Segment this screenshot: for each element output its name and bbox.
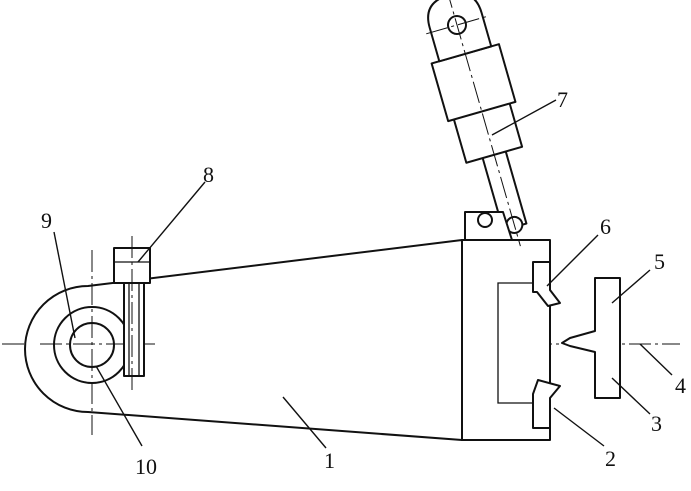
callout-5: 5	[654, 249, 665, 274]
callout-9: 9	[41, 208, 52, 233]
leader-8	[137, 181, 206, 263]
leader-7	[491, 99, 557, 136]
callout-8: 8	[203, 162, 214, 187]
head-recess	[497, 282, 550, 404]
cylinder-axis	[445, 0, 521, 247]
workpiece	[561, 277, 621, 399]
callout-1: 1	[324, 448, 335, 473]
leader-6	[546, 234, 599, 287]
leader-3	[611, 377, 651, 415]
leader-10	[95, 365, 143, 447]
hydraulic-cylinder	[426, 0, 528, 247]
callout-10: 10	[135, 454, 157, 479]
callout-4: 4	[675, 373, 686, 398]
cylinder-top-cross	[426, 15, 488, 35]
leader-9	[53, 231, 76, 339]
callout-7: 7	[557, 87, 568, 112]
upper-jaw	[532, 261, 561, 307]
lower-jaw	[532, 379, 561, 429]
leader-1	[282, 396, 327, 449]
stop-screw-shank	[123, 282, 145, 377]
bracket-pin	[477, 212, 493, 228]
leader-2	[553, 407, 605, 447]
callout-2: 2	[605, 446, 616, 471]
callout-6: 6	[600, 214, 611, 239]
leader-4	[639, 343, 673, 376]
callout-3: 3	[651, 411, 662, 436]
leader-5	[611, 269, 651, 304]
